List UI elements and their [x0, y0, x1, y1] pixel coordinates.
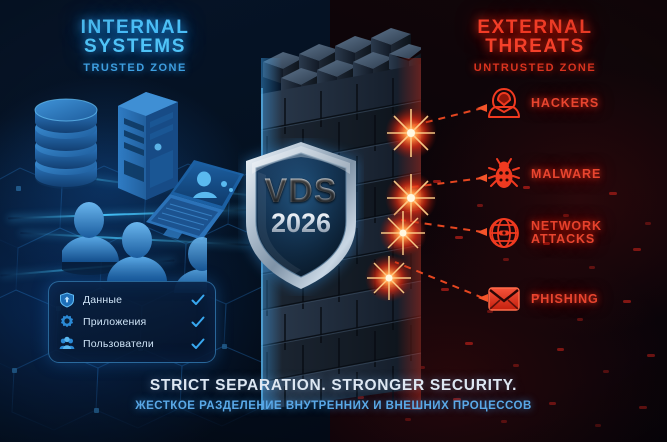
- footer-line-primary: STRICT SEPARATION. STRONGER SECURITY.: [149, 377, 518, 394]
- external-subtitle: UNTRUSTED ZONE: [473, 62, 597, 74]
- checkmark-icon: [191, 338, 205, 349]
- shield-check-icon: [60, 292, 74, 308]
- footer-tagline: STRICT SEPARATION. STRONGER SECURITY. ЖЕ…: [0, 378, 667, 412]
- threat-item-hackers: HACKERS: [487, 86, 599, 120]
- threat-label-hackers: HACKERS: [531, 95, 600, 110]
- gear-icon: [60, 314, 74, 328]
- checkmark-icon: [191, 316, 205, 327]
- envelope-icon: [488, 287, 520, 311]
- bug-icon: [488, 158, 520, 188]
- attack-arrows-group: [394, 104, 488, 302]
- users-icon: [59, 336, 75, 349]
- checklist-item-data[interactable]: Данные: [59, 289, 205, 311]
- threat-label-phishing: PHISHING: [531, 291, 599, 306]
- server-tower-icon: [118, 92, 178, 200]
- user-avatar-back: [62, 202, 119, 275]
- threat-label-malware: MALWARE: [531, 166, 602, 181]
- internal-title: INTERNAL SYSTEMS: [80, 17, 190, 57]
- external-threats-header: EXTERNAL THREATS UNTRUSTED ZONE: [430, 18, 640, 74]
- threat-item-network: NETWORK ATTACKS: [487, 216, 602, 250]
- hacker-hood-icon: [488, 88, 520, 118]
- checklist-item-applications[interactable]: Приложения: [59, 311, 205, 333]
- threat-item-phishing: PHISHING: [487, 282, 599, 316]
- footer-line-secondary: ЖЕСТКОЕ РАЗДЕЛЕНИЕ ВНУТРЕННИХ И ВНЕШНИХ …: [135, 399, 532, 412]
- checklist-label-applications: Приложения: [83, 316, 147, 328]
- checkmark-icon: [191, 294, 205, 305]
- internal-subtitle: TRUSTED ZONE: [83, 62, 187, 74]
- internal-systems-header: INTERNAL SYSTEMS TRUSTED ZONE: [30, 18, 240, 74]
- external-title: EXTERNAL THREATS: [477, 17, 593, 57]
- threat-label-network: NETWORK ATTACKS: [531, 219, 602, 246]
- protection-checklist-panel: Данные Приложения По: [48, 281, 216, 363]
- globe-icon: [489, 218, 519, 248]
- threat-item-malware: MALWARE: [487, 157, 601, 191]
- vds-shield-emblem: [244, 141, 358, 292]
- database-stack-icon: [34, 98, 98, 189]
- user-avatars-group: [62, 202, 207, 293]
- checklist-label-data: Данные: [83, 294, 123, 306]
- checklist-item-users[interactable]: Пользователи: [59, 333, 205, 355]
- checklist-label-users: Пользователи: [83, 338, 154, 350]
